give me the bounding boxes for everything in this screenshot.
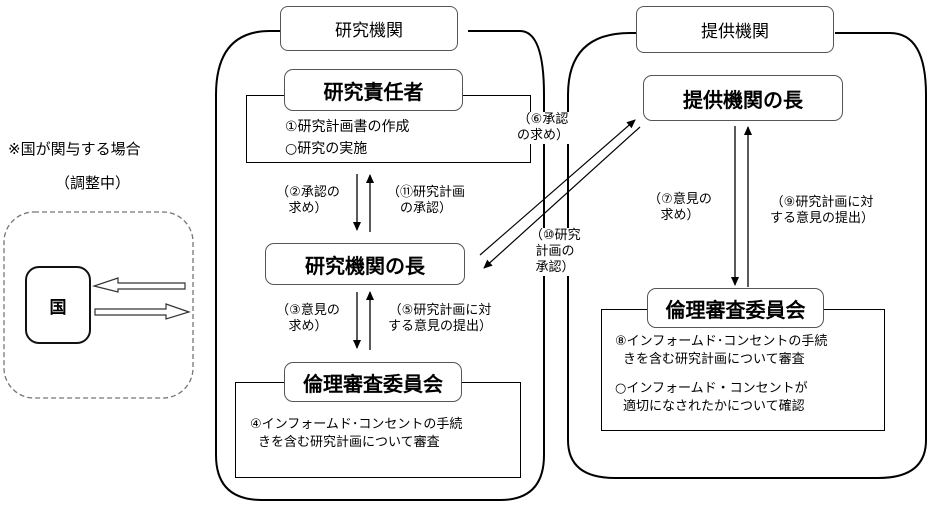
provider-head-box: 提供機関の長: [643, 75, 843, 121]
principal-investigator-item: ①研究計画書の作成: [285, 119, 410, 135]
country-region: [3, 211, 194, 399]
provider-institution-title: 提供機関: [636, 6, 834, 53]
country-box: 国: [25, 266, 91, 344]
label-approval-request: （②承認の 求め）: [276, 185, 340, 216]
hollow-arrow-from-country: [94, 303, 191, 320]
label-provider-opinion-request: （⑦意見の 求め）: [648, 192, 712, 223]
arrow-diagonal-approval-request: [479, 119, 636, 256]
principal-investigator-item: ○研究の実施: [285, 141, 368, 157]
research-ethics-item: きを含む研究計画について審査: [258, 435, 440, 450]
research-head-box: 研究機関の長: [265, 243, 465, 285]
label-cross-approval-request: （⑥承認 の求め）: [510, 112, 576, 144]
provider-ethics-item: ⑧インフォームド･コンセントの手続: [615, 334, 828, 349]
research-institution-frame: [215, 30, 545, 501]
note-line1: ※国が関与する場合: [8, 140, 141, 158]
research-ethics-item: ④インフォームド･コンセントの手続: [250, 417, 463, 432]
country-label: 国: [49, 297, 67, 318]
research-institution-title: 研究機関: [280, 6, 458, 51]
note-line2: （調整中）: [55, 174, 131, 192]
provider-ethics-item: 適切になされたかについて確認: [623, 399, 805, 414]
provider-ethics-item: ○インフォームド・コンセントが: [615, 381, 808, 396]
provider-ethics-committee-title: 倫理審査委員会: [647, 288, 824, 328]
principal-investigator-title: 研究責任者: [284, 69, 463, 111]
label-opinion-request: （③意見の 求め）: [276, 303, 340, 334]
provider-institution-frame: [567, 32, 927, 479]
arrow-diagonal-plan-approval: [483, 126, 641, 269]
provider-ethics-item: きを含む研究計画について審査: [623, 352, 805, 367]
label-provider-opinion-submission: （⑨研究計画に対 する意見の提出）: [769, 195, 874, 226]
label-plan-approval: （⑪研究計画 の承認）: [386, 185, 465, 216]
label-cross-plan-approval: （⑩研究 計画の 承認）: [530, 228, 581, 276]
hollow-arrow-to-country: [91, 277, 186, 293]
label-opinion-submission: （⑤研究計画に対 する意見の提出）: [387, 303, 492, 334]
research-ethics-committee-title: 倫理審査委員会: [284, 362, 462, 402]
